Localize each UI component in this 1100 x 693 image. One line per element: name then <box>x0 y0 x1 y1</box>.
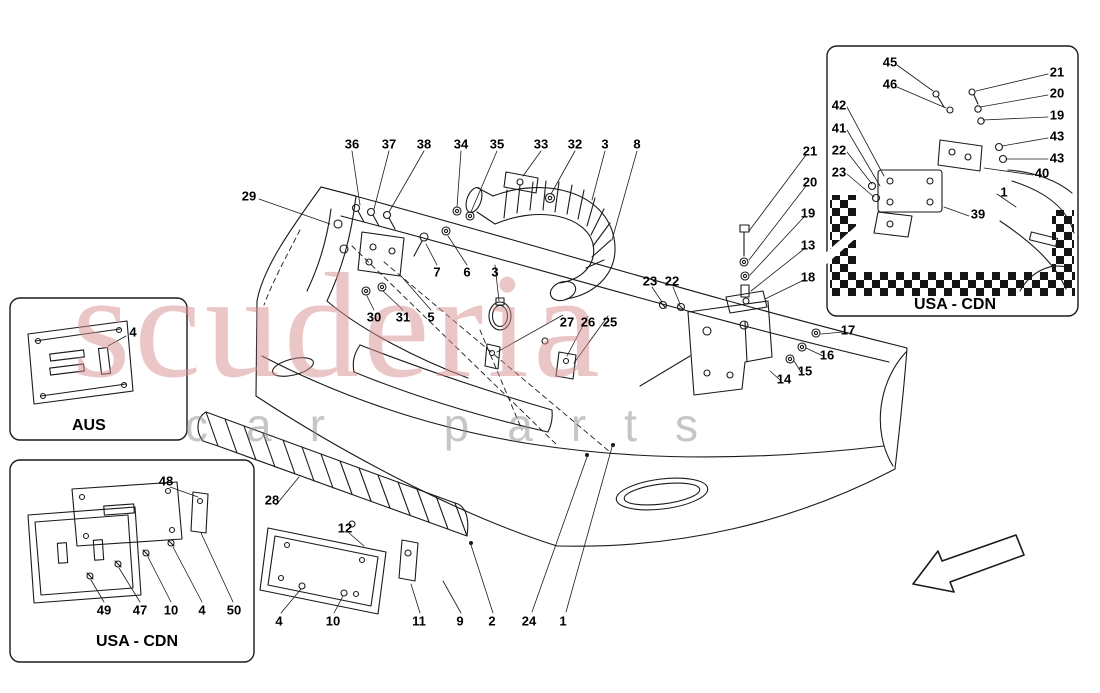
direction-arrow <box>912 534 1025 593</box>
mounting-bracket-right <box>687 224 821 396</box>
front-grille <box>197 411 469 537</box>
small-mounting-tabs <box>484 337 577 380</box>
screws-mid <box>658 300 686 312</box>
checkered-band-right <box>1052 210 1074 276</box>
air-duct-hose <box>465 180 616 302</box>
front-bumper-shell <box>255 186 908 547</box>
inset-label-usa-cdn-bottom: USA - CDN <box>95 633 179 650</box>
hose-bracket <box>503 171 556 204</box>
inset-usa-cdn-top <box>817 45 1079 317</box>
leader-lines <box>258 150 844 614</box>
checkered-band-bottom <box>830 272 1075 296</box>
hose-clamp <box>488 297 512 331</box>
alignment-dashes <box>263 229 611 453</box>
inset-aus <box>9 297 188 441</box>
lower-shield-plate <box>259 520 419 615</box>
inset-label-usa-cdn-top: USA - CDN <box>913 296 997 313</box>
inset-label-aus: AUS <box>72 417 106 434</box>
inset-usa-cdn-bottom <box>9 459 255 663</box>
mounting-bracket-left <box>351 203 475 296</box>
